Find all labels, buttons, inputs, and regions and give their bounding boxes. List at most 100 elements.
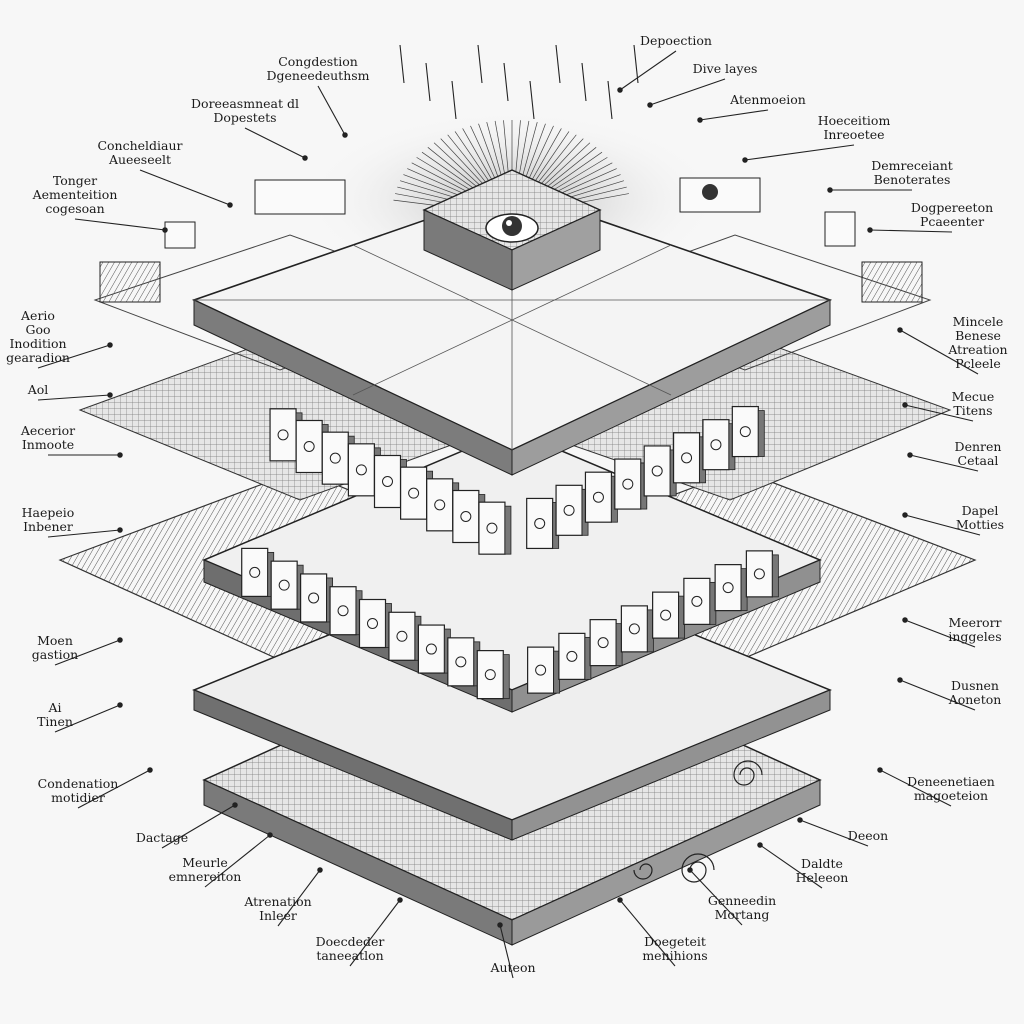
leader-dot xyxy=(302,155,308,161)
chip-module-icon xyxy=(447,637,481,687)
callout-label-line: Dogpereeton xyxy=(911,200,993,215)
callout-label-l31: Atenmoeion xyxy=(729,92,806,107)
leader-line xyxy=(619,899,676,967)
layer-top xyxy=(191,110,833,555)
leader-dot xyxy=(617,87,623,93)
chip-module-icon xyxy=(702,419,736,471)
leader-dot xyxy=(162,227,168,233)
leader-line xyxy=(899,679,976,711)
leader-line xyxy=(689,869,743,926)
spiral-coil-icon xyxy=(633,760,763,883)
callout-label-line: Auteon xyxy=(489,960,535,975)
crown-tick xyxy=(581,62,587,102)
chip-module-icon xyxy=(417,624,451,674)
crown-tick xyxy=(477,44,483,84)
eye-sensor-icon xyxy=(485,213,539,243)
leader-line xyxy=(799,819,869,847)
callout-label-line: Deneenetiaen xyxy=(907,774,995,789)
leader-line xyxy=(317,85,346,136)
callout-label-line: Dactage xyxy=(136,830,188,845)
chip-module-icon xyxy=(614,458,648,510)
crown-tick xyxy=(555,44,561,84)
callout-label-line: Dusnen xyxy=(951,678,999,693)
leader-line xyxy=(37,394,111,401)
leader-line xyxy=(904,514,981,536)
callout-label-line: Deeon xyxy=(848,828,888,843)
chip-module-icon xyxy=(584,471,618,523)
chip-module-icon xyxy=(526,497,560,550)
leader-dot xyxy=(107,342,113,348)
leader-line xyxy=(649,78,726,106)
module-row-middle xyxy=(241,547,779,700)
callout-label-line: menihions xyxy=(642,948,707,963)
leader-dot xyxy=(742,157,748,163)
leader-line xyxy=(244,127,306,159)
callout-label-l32: Dive layes xyxy=(693,61,758,76)
callout-label-line: taneeatlon xyxy=(316,948,383,963)
leader-line xyxy=(699,109,769,121)
callout-label-line: Ai xyxy=(47,700,61,715)
callout-label-line: Tinen xyxy=(37,714,73,729)
callout-label-line: cogesoan xyxy=(45,201,104,216)
leader-dot xyxy=(397,897,403,903)
leader-dot xyxy=(697,117,703,123)
leader-dot xyxy=(232,802,238,808)
leader-line xyxy=(277,869,321,927)
leader-lines xyxy=(37,44,981,979)
leader-dot xyxy=(867,227,873,233)
crown-tick xyxy=(399,44,405,84)
leader-dot xyxy=(687,867,693,873)
callout-label-line: Inleer xyxy=(259,908,297,923)
callout-label-line: Dive layes xyxy=(693,61,758,76)
leader-dot xyxy=(267,832,273,838)
callout-label-line: Meerorr xyxy=(948,615,1001,630)
chip-module-icon xyxy=(270,560,304,610)
chip-module-icon xyxy=(373,454,407,509)
leader-line xyxy=(204,834,271,888)
callout-label-line: Aoneton xyxy=(948,692,1002,707)
callout-label-line: gearadion xyxy=(6,350,70,365)
callout-label-line: Denren xyxy=(955,439,1002,454)
callout-label-l16: Auteon xyxy=(489,960,535,975)
leader-line xyxy=(54,704,121,733)
callout-label-line: Cetaal xyxy=(958,453,999,468)
leader-line xyxy=(54,639,121,666)
callout-label-line: Depoection xyxy=(640,33,712,48)
callout-label-l12: Dactage xyxy=(136,830,188,845)
leader-dot xyxy=(877,767,883,773)
leader-line xyxy=(619,50,677,91)
chip-module-icon xyxy=(731,405,765,458)
callout-label-l06: Aol xyxy=(27,382,49,397)
callout-label-line: Moen xyxy=(37,633,73,648)
leader-line xyxy=(77,769,151,809)
leader-line xyxy=(899,329,979,375)
leader-line xyxy=(47,529,121,538)
crown-tick xyxy=(503,62,509,102)
callout-label-line: Atrenation xyxy=(243,894,311,909)
callout-label-line: Haepeio xyxy=(22,505,75,520)
chip-module-icon xyxy=(745,550,779,598)
leader-dot xyxy=(757,842,763,848)
leader-dot xyxy=(617,897,623,903)
callout-label-line: Aecerior xyxy=(20,423,75,438)
crown-tick xyxy=(451,80,457,120)
chip-module-icon xyxy=(527,646,561,694)
chip-module-icon xyxy=(652,591,686,639)
chip-module-icon xyxy=(683,577,717,625)
callout-label-line: Hoeceitiom xyxy=(818,113,891,128)
